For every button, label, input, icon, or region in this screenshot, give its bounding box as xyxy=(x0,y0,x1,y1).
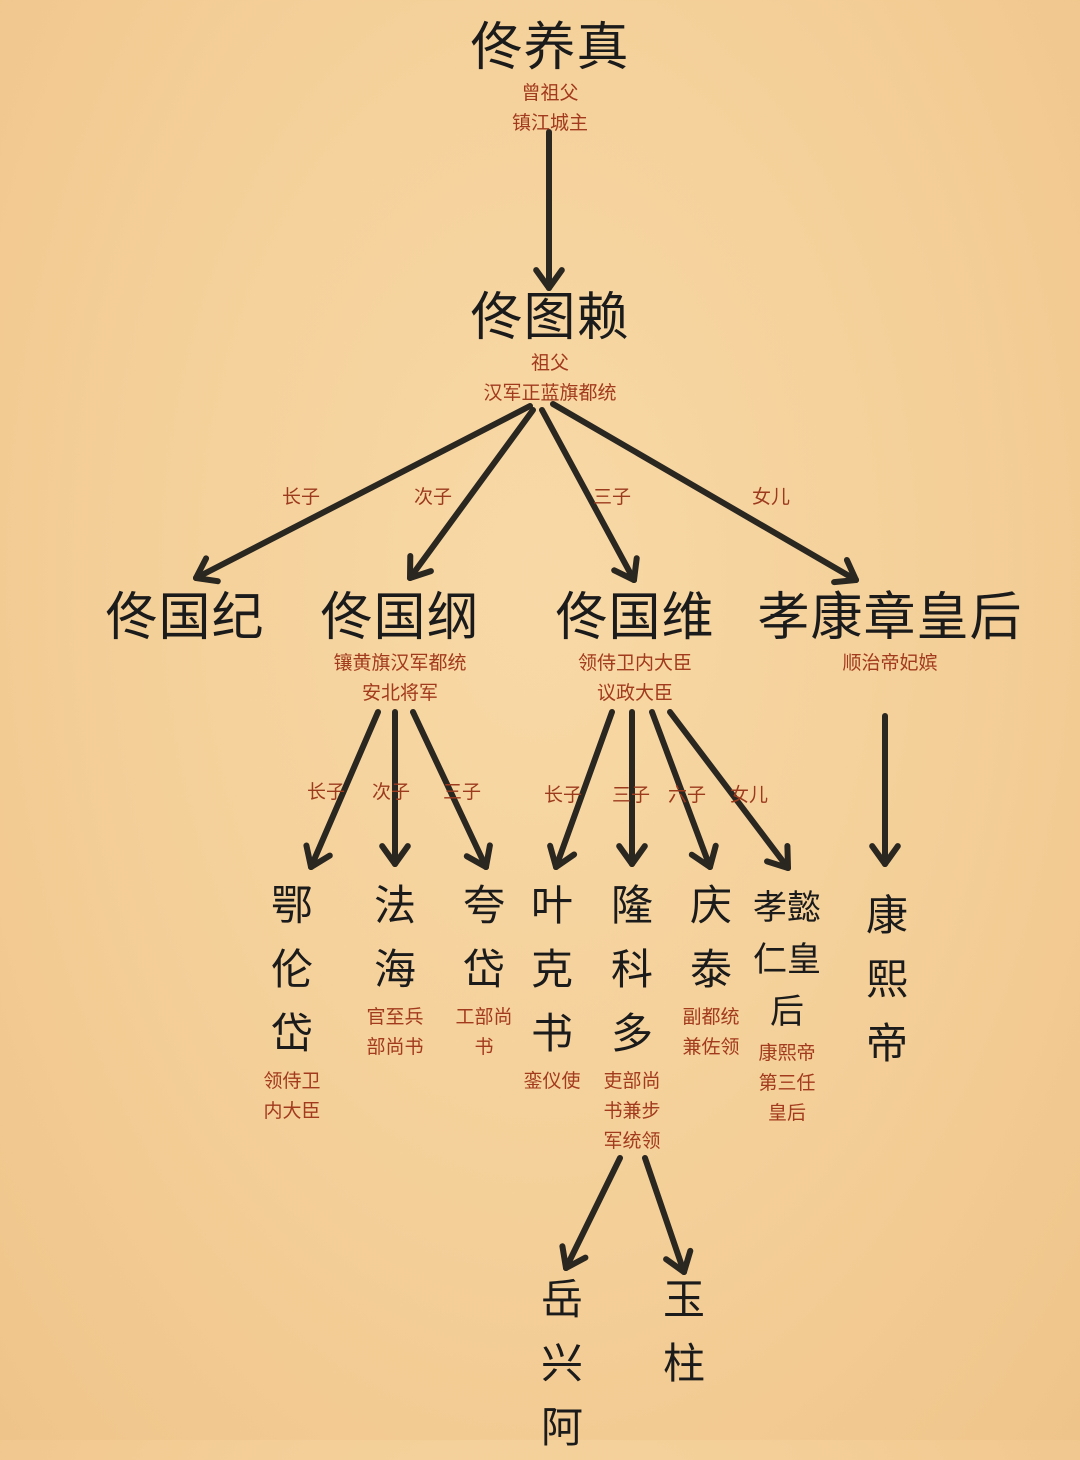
rel-guogang-elundai: 长子 xyxy=(307,781,345,803)
node-qingtai: 庆泰 副都统兼佐领 xyxy=(667,874,755,1062)
note-yekeshu: 銮仪使 xyxy=(510,1066,594,1096)
rel-tulai-daughter: 女儿 xyxy=(752,486,790,508)
node-elundai: 鄂伦岱 领侍卫内大臣 xyxy=(250,874,334,1126)
name-yuzhu: 玉柱 xyxy=(654,1268,714,1396)
note-yangzhen-1: 曾祖父 xyxy=(400,78,700,108)
name-guogang: 佟国纲 xyxy=(300,588,500,648)
node-kangxi: 康熙帝 xyxy=(845,884,929,1076)
name-longkeduo: 隆科多 xyxy=(602,874,662,1066)
note-tulai-2: 汉军正蓝旗都统 xyxy=(400,378,700,408)
note-xiaoyiren: 康熙帝第三任皇后 xyxy=(755,1038,819,1128)
name-yuexinga: 岳兴阿 xyxy=(532,1268,592,1460)
name-elundai: 鄂伦岱 xyxy=(262,874,322,1066)
rel-tulai-guogang: 次子 xyxy=(414,486,452,508)
rel-guogang-kuadai: 三子 xyxy=(443,781,481,803)
note-xiaokangzhang-1: 顺治帝妃嫔 xyxy=(745,648,1035,678)
arrow-tulai-guoji xyxy=(196,406,530,581)
node-xiaokangzhang: 孝康章皇后 顺治帝妃嫔 xyxy=(745,588,1035,678)
node-guoji: 佟国纪 xyxy=(85,588,285,648)
note-yangzhen-2: 镇江城主 xyxy=(400,108,700,138)
name-qingtai: 庆泰 xyxy=(681,874,741,1002)
node-yuexinga: 岳兴阿 xyxy=(520,1268,604,1460)
note-kuadai: 工部尚书 xyxy=(452,1002,516,1062)
note-guowei-1: 领侍卫内大臣 xyxy=(535,648,735,678)
rel-guowei-longkeduo: 三子 xyxy=(612,784,650,806)
rel-tulai-guoji: 长子 xyxy=(282,486,320,508)
node-yuzhu: 玉柱 xyxy=(642,1268,726,1396)
name-kuadai: 夸岱 xyxy=(454,874,514,1002)
node-tulai: 佟图赖 祖父 汉军正蓝旗都统 xyxy=(400,288,700,408)
name-yangzhen: 佟养真 xyxy=(400,18,700,78)
note-guowei-2: 议政大臣 xyxy=(535,678,735,708)
node-yekeshu: 叶克书 銮仪使 xyxy=(508,874,596,1096)
name-guowei: 佟国维 xyxy=(535,588,735,648)
rel-tulai-guowei: 三子 xyxy=(593,486,631,508)
node-guogang: 佟国纲 镶黄旗汉军都统 安北将军 xyxy=(300,588,500,708)
arrow-yangzhen-tulai xyxy=(536,132,562,288)
rel-guowei-yekeshu: 长子 xyxy=(544,784,582,806)
name-xiaoyiren: 孝懿仁皇后 xyxy=(749,882,825,1038)
node-xiaoyiren: 孝懿仁皇后 康熙帝第三任皇后 xyxy=(745,882,829,1128)
arrow-xiaokangzhang-kangxi xyxy=(872,716,898,864)
name-yekeshu: 叶克书 xyxy=(522,874,582,1066)
arrow-longkeduo-yuzhu xyxy=(645,1158,690,1272)
name-tulai: 佟图赖 xyxy=(400,288,700,348)
rel-guowei-daughter: 女儿 xyxy=(730,784,768,806)
note-qingtai: 副都统兼佐领 xyxy=(679,1002,743,1062)
name-fahai: 法海 xyxy=(365,874,425,1002)
node-longkeduo: 隆科多 吏部尚书兼步军统领 xyxy=(588,874,676,1156)
node-yangzhen: 佟养真 曾祖父 镇江城主 xyxy=(400,18,700,138)
node-guowei: 佟国维 领侍卫内大臣 议政大臣 xyxy=(535,588,735,708)
note-elundai: 领侍卫内大臣 xyxy=(260,1066,324,1126)
name-kangxi: 康熙帝 xyxy=(857,884,917,1076)
arrow-longkeduo-yuexinga xyxy=(562,1158,620,1268)
name-guoji: 佟国纪 xyxy=(85,588,285,648)
note-longkeduo: 吏部尚书兼步军统领 xyxy=(600,1066,664,1156)
rel-guogang-fahai: 次子 xyxy=(372,781,410,803)
note-fahai: 官至兵部尚书 xyxy=(363,1002,427,1062)
note-guogang-2: 安北将军 xyxy=(300,678,500,708)
name-xiaokangzhang: 孝康章皇后 xyxy=(745,588,1035,648)
node-fahai: 法海 官至兵部尚书 xyxy=(353,874,437,1062)
note-tulai-1: 祖父 xyxy=(400,348,700,378)
note-guogang-1: 镶黄旗汉军都统 xyxy=(300,648,500,678)
rel-guowei-qingtai: 六子 xyxy=(668,784,706,806)
